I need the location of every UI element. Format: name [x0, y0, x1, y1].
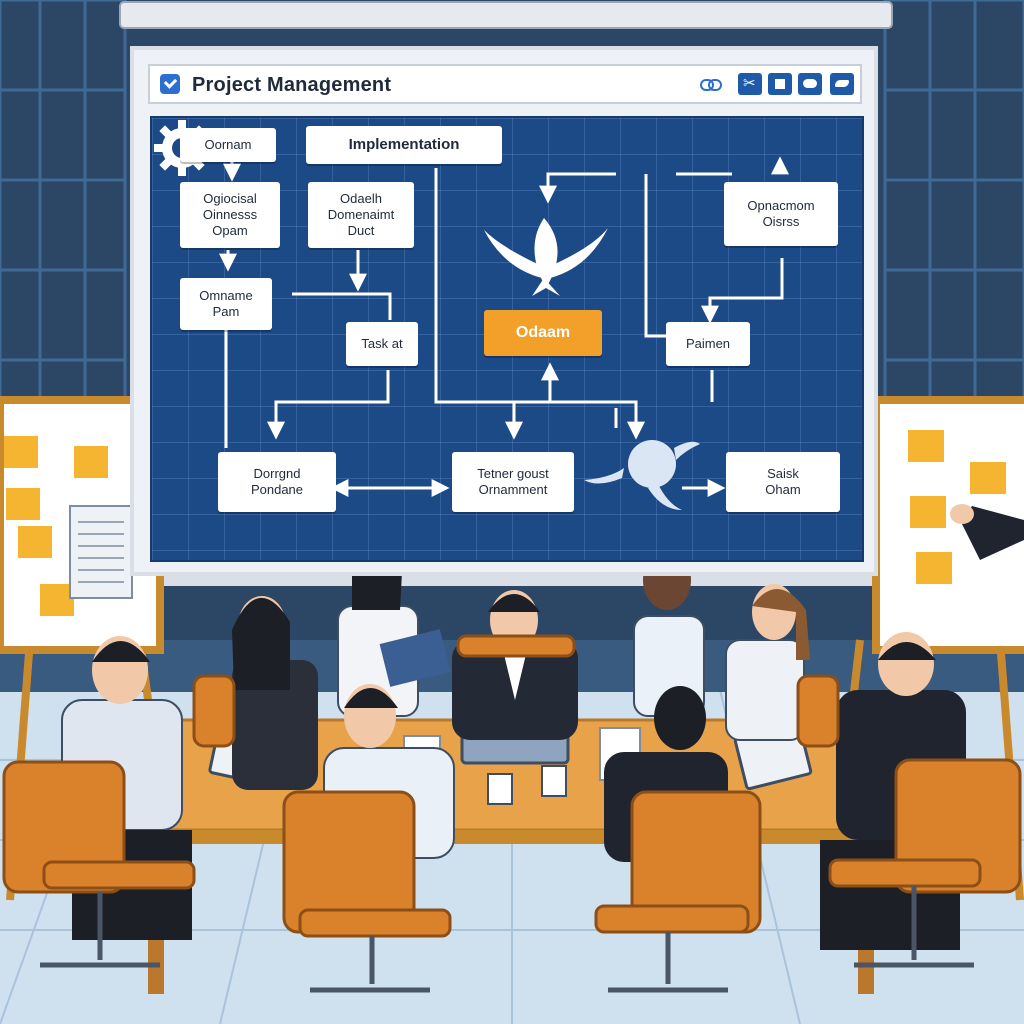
splash-emblem — [584, 440, 700, 510]
flowchart-connectors — [219, 156, 789, 510]
flow-node[interactable]: Paimen — [666, 322, 750, 366]
flow-node[interactable]: Omname Pam — [180, 278, 272, 330]
flow-node[interactable]: Dorrgnd Pondane — [218, 452, 336, 512]
flow-node[interactable]: Ogiocisal Oinnesss Opam — [180, 182, 280, 248]
flow-node[interactable]: Opnacmom Oisrss — [724, 182, 838, 246]
board-titlebar: Project Management — [148, 64, 862, 104]
flow-node-heading[interactable]: Implementation — [306, 126, 502, 164]
flow-node[interactable]: Task at — [346, 322, 418, 366]
project-board-window: Project Management — [130, 46, 878, 576]
board-title: Project Management — [192, 74, 392, 96]
flow-node[interactable]: Saisk Oham — [726, 452, 840, 512]
flowchart-canvas: Oornam Implementation Ogiocisal Oinnesss… — [150, 116, 864, 562]
app-logo-icon — [160, 74, 180, 94]
chat-icon[interactable] — [798, 73, 822, 95]
link-icon[interactable] — [698, 73, 722, 95]
pen-icon[interactable] — [830, 73, 854, 95]
office-chairs — [2, 634, 1022, 938]
flow-node[interactable]: Tetner goust Ornamment — [452, 452, 574, 512]
square-icon[interactable] — [768, 73, 792, 95]
scissors-icon[interactable] — [738, 73, 762, 95]
flow-node[interactable]: Odaelh Domenaimt Duct — [308, 182, 414, 248]
flow-node[interactable]: Oornam — [180, 128, 276, 162]
flow-node-highlight[interactable]: Odaam — [484, 310, 602, 356]
dove-emblem — [484, 218, 608, 296]
